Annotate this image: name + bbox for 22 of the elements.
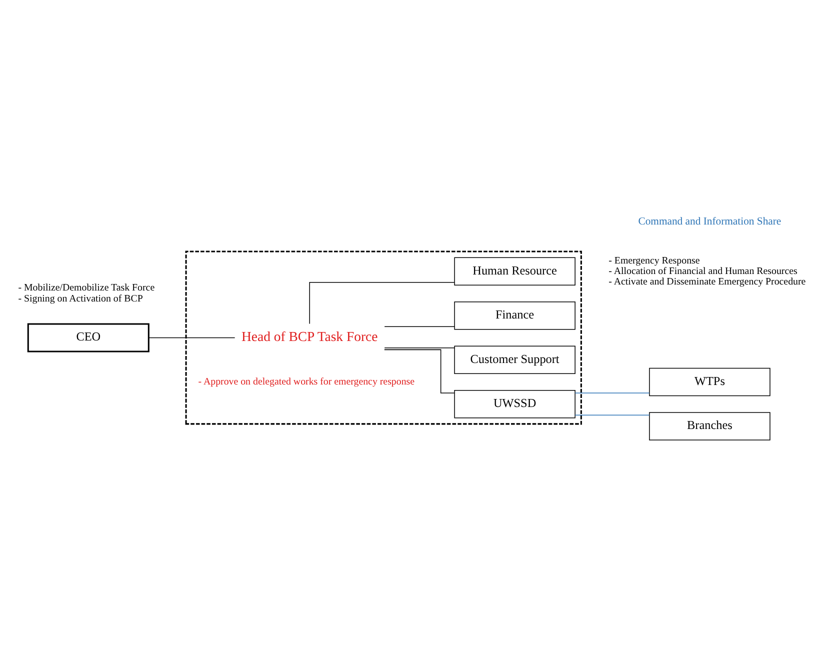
connector: [574, 392, 650, 394]
node-label: - Allocation of Financial and Human Resources: [608, 266, 798, 277]
node-box: Customer Support: [454, 346, 576, 374]
node-box: UWSSD: [454, 390, 576, 418]
connector: [148, 337, 236, 338]
connector: [574, 414, 650, 416]
node-label: - Mobilize/Demobilize Task Force: [18, 282, 155, 294]
node-label: - Activate and Disseminate Emergency Procedure: [608, 276, 806, 288]
node-box: Human Resource: [454, 257, 576, 286]
node-box: WTPs: [649, 368, 770, 396]
node-box: CEO: [27, 323, 150, 352]
node-box: Branches: [649, 412, 770, 440]
cluster: [185, 250, 582, 425]
label: Command and Information Share: [638, 216, 782, 228]
node-box: Finance: [454, 302, 576, 330]
connector: [309, 282, 455, 324]
node-text: Head of BCP Task Force: [242, 329, 378, 344]
connector: [384, 349, 455, 394]
connector: [384, 326, 455, 328]
node-label: - Approve on delegated works for emergency response: [198, 376, 415, 388]
node-label: - Emergency Response: [608, 255, 700, 266]
node-label: - Signing on Activation of BCP: [18, 293, 143, 304]
